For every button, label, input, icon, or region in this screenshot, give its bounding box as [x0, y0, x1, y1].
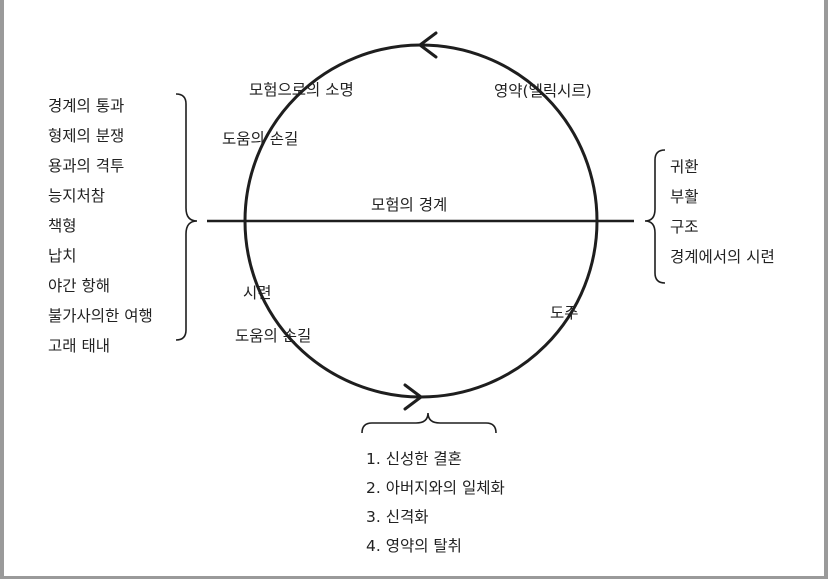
list-item: 불가사의한 여행 — [48, 307, 153, 325]
bottom-brace-icon — [361, 412, 497, 434]
left-stage-list: 경계의 통과 형제의 분쟁 용과의 격투 능지처참 책형 납치 야간 항해 불가… — [48, 97, 153, 367]
right-brace-icon — [644, 149, 666, 284]
list-item: 경계의 통과 — [48, 97, 125, 115]
list-item: 부활 — [670, 188, 699, 206]
label-flight: 도주 — [550, 304, 579, 322]
list-item: 귀환 — [670, 158, 699, 176]
list-item: 고래 태내 — [48, 337, 110, 355]
list-item: 1. 신성한 결혼 — [366, 450, 462, 468]
list-item: 능지처참 — [48, 187, 106, 205]
label-threshold: 모험의 경계 — [371, 196, 448, 214]
right-stage-list: 귀환 부활 구조 경계에서의 시련 — [670, 158, 775, 278]
list-item: 4. 영약의 탈취 — [366, 537, 462, 555]
bottom-arrowhead-icon — [403, 383, 423, 411]
list-item: 3. 신격화 — [366, 508, 429, 526]
left-brace-icon — [175, 93, 198, 341]
list-item: 경계에서의 시련 — [670, 248, 775, 266]
label-elixir: 영약(엘릭시르) — [494, 82, 592, 100]
list-item: 용과의 격투 — [48, 157, 125, 175]
list-item: 형제의 분쟁 — [48, 127, 125, 145]
list-item: 책형 — [48, 217, 77, 235]
bottom-stage-list: 1. 신성한 결혼 2. 아버지와의 일체화 3. 신격화 4. 영약의 탈취 — [366, 450, 505, 566]
list-item: 납치 — [48, 247, 77, 265]
label-trials: 시련 — [243, 284, 272, 302]
label-supernatural-aid-bottom: 도움의 손길 — [235, 327, 312, 345]
label-call-to-adventure: 모험으로의 소명 — [249, 81, 354, 99]
top-arrowhead-icon — [418, 31, 438, 59]
list-item: 야간 항해 — [48, 277, 110, 295]
list-item: 2. 아버지와의 일체화 — [366, 479, 505, 497]
label-supernatural-aid-top: 도움의 손길 — [222, 130, 299, 148]
list-item: 구조 — [670, 218, 699, 236]
